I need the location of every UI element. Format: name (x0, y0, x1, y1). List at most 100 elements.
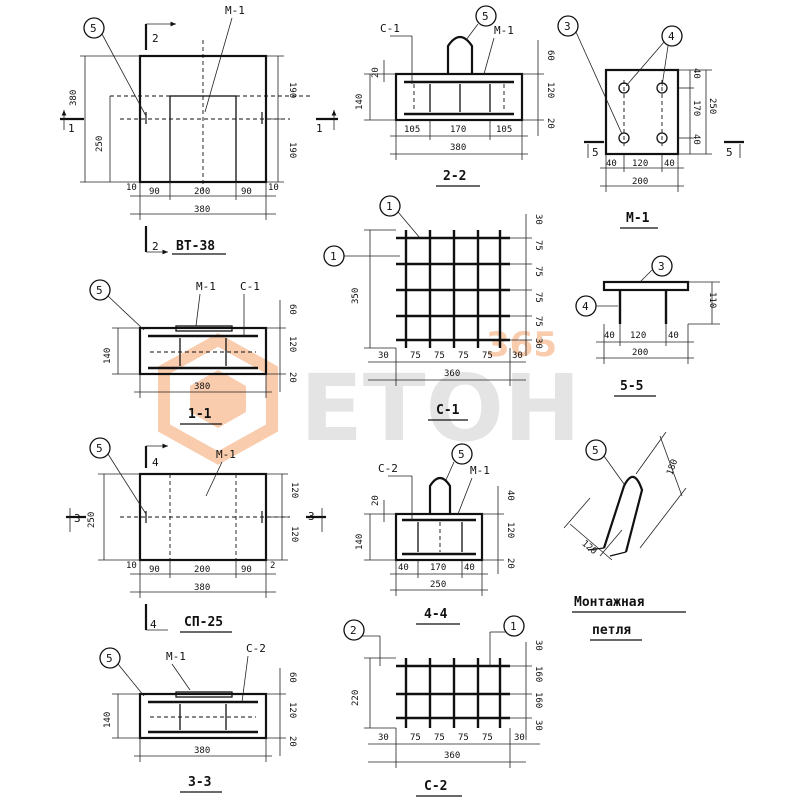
watermark: ЕТОН 365 (158, 325, 581, 465)
plate-label: М-1 (494, 24, 514, 37)
dim-bottom-2: 75 (410, 351, 421, 361)
section-marker-1-left: 1 (68, 122, 75, 135)
dim-right-1: 30 (533, 214, 543, 225)
dim-bottom-left: 90 (149, 187, 160, 197)
dim-right-lower: 120 (289, 526, 299, 542)
callout-5: 5 (96, 442, 103, 455)
dim-bottom-right: 40 (664, 159, 675, 169)
dim-bottom-left: 40 (604, 331, 615, 341)
dim-bottom-1: 30 (378, 351, 389, 361)
watermark-brand: ЕТОН (300, 355, 581, 462)
dim-right-bottom: 20 (545, 118, 555, 129)
section-marker-5-right: 5 (726, 146, 733, 159)
dim-bottom-right: 40 (464, 563, 475, 573)
callout-1-left: 1 (330, 250, 337, 263)
dim-bottom-right: 90 (241, 565, 252, 575)
view-title: 2-2 (443, 169, 466, 184)
dim-plate-height: 250 (95, 136, 105, 152)
callout-3: 3 (658, 260, 665, 273)
dim-bottom-left: 90 (149, 565, 160, 575)
callout-5-circle (89, 279, 111, 301)
callout-5-circle (83, 17, 105, 39)
view-title: 5-5 (620, 379, 643, 394)
dim-loop-height: 180 (665, 458, 680, 477)
callout-3-circle (557, 15, 579, 37)
dim-total: 360 (444, 751, 460, 761)
lifting-loop (428, 476, 452, 514)
callout-4: 4 (582, 300, 589, 313)
view-title: ВТ-38 (176, 239, 215, 254)
section-marker-2-bottom: 2 (152, 240, 159, 253)
dim-total: 360 (444, 369, 460, 379)
embedded-plate (175, 691, 233, 698)
dim-right-1: 40 (691, 68, 701, 79)
dim-left-height: 140 (103, 712, 113, 728)
section-5-5: 110 3 4 40 120 40 200 5-5 (575, 255, 720, 397)
dim-left-height: 350 (351, 288, 361, 304)
dim-right-mid: 120 (545, 82, 555, 98)
dim-right-total: 250 (707, 98, 717, 114)
dim-left-height: 140 (355, 94, 365, 110)
dim-bottom-3: 75 (434, 733, 445, 743)
dim-right-4: 30 (533, 720, 543, 731)
dim-right-upper: 190 (287, 82, 297, 98)
callout-1-top: 1 (386, 200, 393, 213)
dim-total: 380 (194, 205, 210, 215)
dim-small-left: 10 (126, 183, 137, 193)
dim-right-mid: 120 (505, 522, 515, 538)
mesh-grid (396, 658, 510, 728)
lifting-loop (446, 35, 474, 74)
dim-total: 200 (632, 348, 648, 358)
dim-right-2: 160 (533, 666, 543, 682)
dim-bottom-mid: 200 (194, 187, 210, 197)
mesh-label: С-2 (246, 642, 266, 655)
dim-bottom-left: 105 (404, 125, 420, 135)
plate-label: М-1 (225, 4, 245, 17)
section-outline (138, 326, 268, 376)
callout-5-circle (89, 437, 111, 459)
dim-bottom-mid: 120 (632, 159, 648, 169)
front-view-2: 250 120 120 10 2 90 200 90 380 4 4 3 3 (66, 437, 326, 633)
dim-small-right: 10 (268, 183, 279, 193)
section-2-2: 20 140 60 120 20 105 170 105 380 С-1 М-1… (355, 5, 555, 187)
loop-subtitle: петля (592, 623, 631, 638)
dim-right-upper: 120 (289, 482, 299, 498)
dim-bottom-6: 30 (512, 351, 523, 361)
dim-total: 380 (450, 143, 466, 153)
callout-2: 2 (350, 624, 357, 637)
dim-right-top: 40 (505, 490, 515, 501)
mesh-label: С-1 (240, 280, 260, 293)
callout-5: 5 (458, 448, 465, 461)
section-outline (394, 512, 484, 562)
loop-detail: 180 120 5 Монтажная петля (563, 431, 687, 641)
dim-bottom-3: 75 (434, 351, 445, 361)
callout-5: 5 (106, 652, 113, 665)
callout-4: 4 (668, 30, 675, 43)
dim-bottom-4: 75 (458, 351, 469, 361)
callout-1: 1 (510, 620, 517, 633)
mesh-label: С-1 (380, 22, 400, 35)
callout-5: 5 (90, 22, 97, 35)
watermark-hexagon-icon (158, 333, 278, 465)
dim-total: 380 (194, 382, 210, 392)
view-title: 3-3 (188, 775, 211, 790)
callout-2-circle (343, 619, 365, 641)
plate-label: М-1 (166, 650, 186, 663)
dim-small-left: 10 (126, 561, 137, 571)
dim-right-bottom: 20 (287, 372, 297, 383)
callout-5-circle (99, 647, 121, 669)
embedded-plate (175, 325, 233, 332)
section-marker-4-bottom: 4 (150, 618, 157, 631)
plate-label: М-1 (216, 448, 236, 461)
section-marker-4-top: 4 (152, 456, 159, 469)
section-1-1: 140 60 120 20 380 5 М-1 С-1 1-1 (89, 279, 297, 425)
plate-m1-view: 3 4 40 170 40 250 40 120 40 200 5 5 М (557, 15, 744, 229)
dim-right-5: 75 (533, 316, 543, 327)
section-outline (394, 72, 524, 122)
view-title: 4-4 (424, 607, 448, 622)
callout-3: 3 (564, 20, 571, 33)
view-title: С-1 (436, 403, 460, 418)
dim-bottom-left: 40 (606, 159, 617, 169)
section-marker-1-right: 1 (316, 122, 323, 135)
callout-3-circle (651, 255, 673, 277)
